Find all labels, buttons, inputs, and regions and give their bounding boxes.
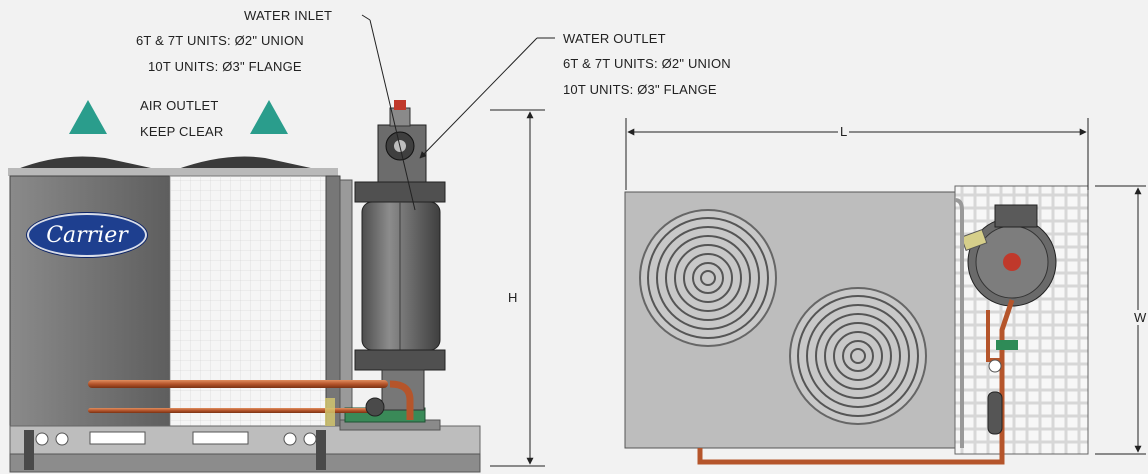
width-dimension-label: W bbox=[1132, 310, 1148, 325]
water-outlet-title: WATER OUTLET bbox=[563, 31, 666, 46]
top-view-copper-pipe bbox=[697, 299, 1015, 465]
fan-left bbox=[639, 209, 777, 347]
height-dimension-label: H bbox=[506, 290, 520, 305]
tank-bottom-flange bbox=[354, 349, 446, 371]
air-outlet-arrow-right bbox=[250, 100, 288, 134]
water-outlet-line2: 10T UNITS: Ø3" FLANGE bbox=[563, 82, 717, 97]
air-outlet-label: AIR OUTLET bbox=[140, 98, 219, 113]
copper-pipe-lower bbox=[88, 408, 378, 413]
tank-top-flange bbox=[354, 181, 446, 203]
copper-pipe-upper bbox=[88, 380, 388, 388]
water-inlet-title: WATER INLET bbox=[244, 8, 333, 23]
water-inlet-line2: 10T UNITS: Ø3" FLANGE bbox=[148, 59, 302, 74]
length-dimension-label: L bbox=[838, 124, 850, 139]
brand-logo-text: Carrier bbox=[46, 222, 128, 248]
fan-right bbox=[789, 287, 927, 425]
water-inlet-leader bbox=[369, 19, 416, 211]
brand-logo: Carrier bbox=[27, 213, 147, 257]
water-outlet-line1: 6T & 7T UNITS: Ø2" UNION bbox=[563, 56, 731, 71]
air-outlet-warning: KEEP CLEAR bbox=[140, 124, 224, 139]
top-panel bbox=[8, 168, 338, 176]
water-inlet-line1: 6T & 7T UNITS: Ø2" UNION bbox=[136, 33, 304, 48]
water-outlet-leader bbox=[419, 37, 538, 159]
fan-shroud-left bbox=[15, 156, 160, 170]
buffer-tank bbox=[361, 201, 441, 351]
fan-shroud-right bbox=[175, 156, 320, 170]
air-outlet-arrow-left bbox=[69, 100, 107, 134]
